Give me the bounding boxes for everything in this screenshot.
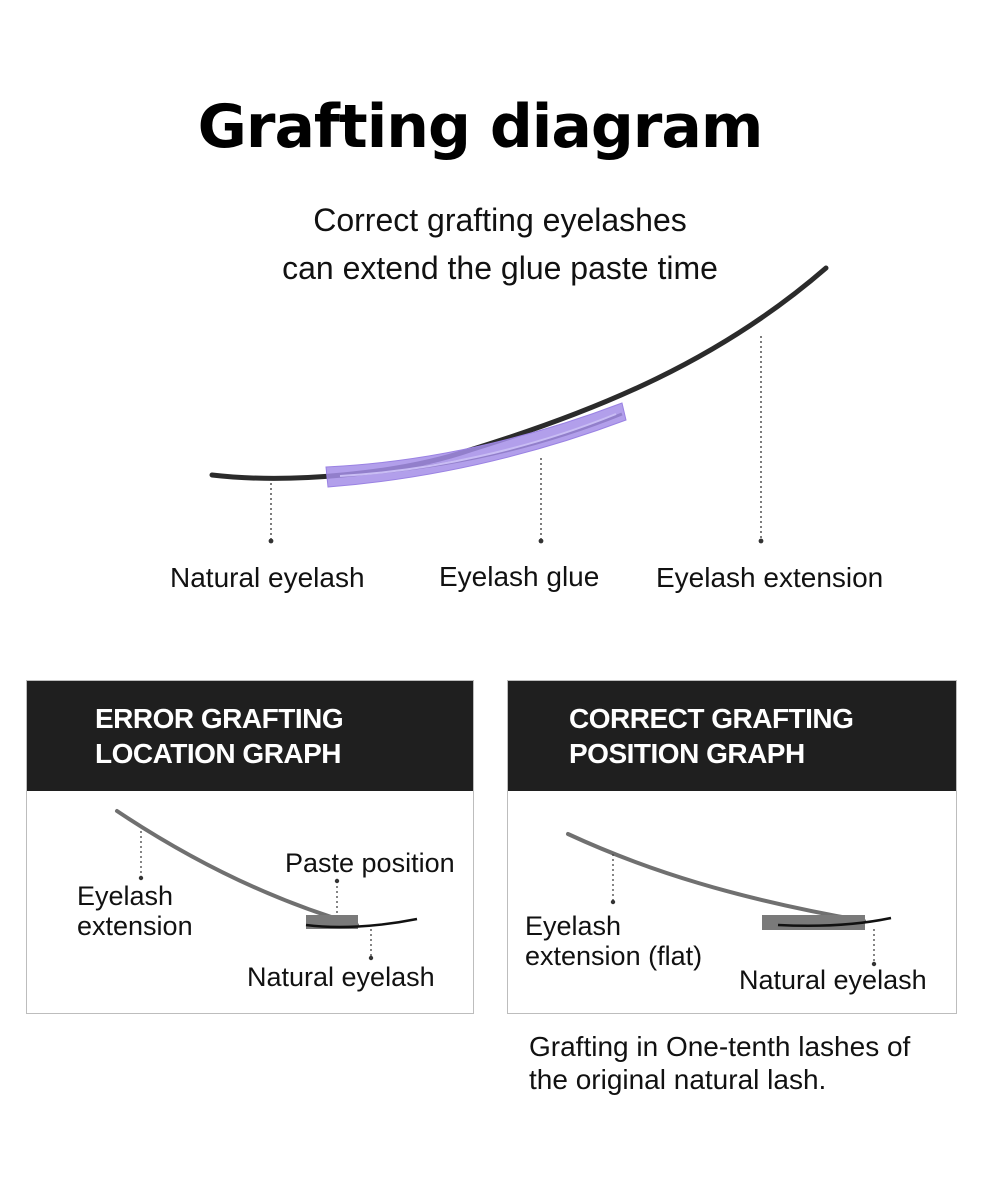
natural-leader-dot (268, 538, 274, 544)
error-natural-dot (368, 955, 374, 961)
error-lash-graph (115, 809, 418, 961)
natural-eyelash-label: Natural eyelash (170, 562, 365, 593)
page-title: Grafting diagram (197, 92, 764, 162)
correct-paste-block (762, 915, 865, 930)
eyelash-extension-label: Eyelash extension (656, 562, 884, 593)
error-extension-label-2: extension (77, 911, 193, 941)
correct-extension-label-1: Eyelash (525, 911, 622, 941)
subtitle-line-2: can extend the glue paste time (282, 250, 718, 286)
correct-natural-dot (871, 961, 877, 967)
correct-lash-graph (566, 832, 892, 967)
glue-highlight (339, 413, 617, 477)
correct-extension-dot (610, 899, 616, 905)
error-heading-line-1: ERROR GRAFTING (95, 703, 344, 734)
error-natural-label: Natural eyelash (247, 962, 435, 992)
subtitle-line-1: Correct grafting eyelashes (313, 202, 687, 238)
correct-natural-label: Natural eyelash (739, 965, 927, 995)
grafting-note: Grafting in One-tenth lashes of the orig… (529, 1030, 910, 1096)
error-extension-label: Eyelash extension (77, 881, 193, 941)
correct-heading-line-1: CORRECT GRAFTING (569, 703, 854, 734)
correct-panel-header: CORRECT GRAFTING POSITION GRAPH (508, 681, 956, 791)
correct-extension-curve (566, 832, 866, 923)
main-lash-diagram (209, 265, 829, 544)
error-paste-label: Paste position (285, 848, 455, 878)
subtitle: Correct grafting eyelashes can extend th… (0, 196, 1000, 292)
error-grafting-panel: ERROR GRAFTING LOCATION GRAPH Eyelash ex… (26, 680, 474, 1014)
error-extension-label-1: Eyelash (77, 881, 174, 911)
eyelash-glue-band (325, 402, 627, 488)
error-heading-line-2: LOCATION GRAPH (95, 738, 342, 769)
note-line-1: Grafting in One-tenth lashes of (529, 1031, 911, 1062)
correct-heading-line-2: POSITION GRAPH (569, 738, 805, 769)
correct-natural-curve (777, 916, 892, 927)
glue-leader-dot (538, 538, 544, 544)
error-extension-curve (115, 809, 359, 927)
error-extension-dot (138, 875, 144, 881)
error-panel-header: ERROR GRAFTING LOCATION GRAPH (27, 681, 473, 791)
error-natural-curve (305, 917, 418, 929)
eyelash-glue-label: Eyelash glue (439, 561, 600, 592)
error-paste-dot (334, 878, 340, 884)
correct-extension-label-2: extension (flat) (525, 941, 703, 971)
extension-leader-dot (758, 538, 764, 544)
correct-extension-label: Eyelash extension (flat) (525, 911, 702, 971)
correct-grafting-panel: CORRECT GRAFTING POSITION GRAPH Eyelash … (507, 680, 957, 1014)
note-line-2: the original natural lash. (529, 1064, 827, 1095)
